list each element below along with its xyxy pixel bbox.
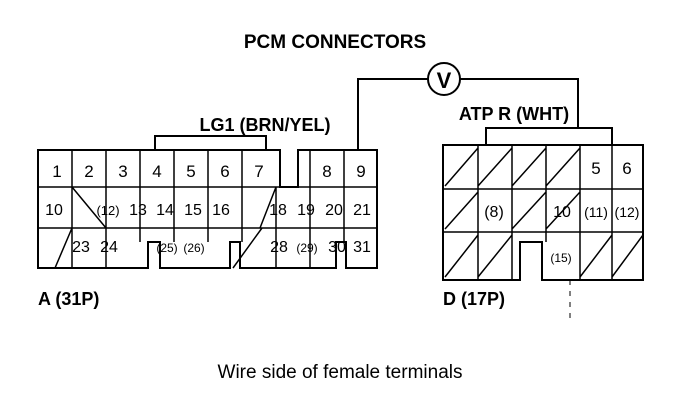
connector-a-name: A (31P) — [38, 289, 99, 309]
d-pin-label: (11) — [584, 204, 608, 220]
a-pin-label: 16 — [212, 202, 230, 219]
a-pin-label: 15 — [184, 202, 202, 219]
d-pin-label: 6 — [622, 159, 631, 178]
connector-d-outline — [442, 144, 644, 281]
a-pin-label: 3 — [118, 162, 127, 181]
a-pin-label: (25) — [156, 241, 177, 255]
a-pin-label: 13 — [129, 202, 147, 219]
a-pin-label: 5 — [186, 162, 195, 181]
a-pin-label: (29) — [296, 241, 317, 255]
a-pin-label: 28 — [270, 239, 288, 256]
a-pin-label: 4 — [152, 162, 161, 181]
a-pin-label: 23 — [72, 239, 90, 256]
voltmeter-symbol: V — [437, 68, 452, 93]
connector-a-pin-labels: 1 2 3 4 5 6 7 8 9 10 (12) 13 14 15 16 18… — [45, 162, 371, 256]
voltmeter-icon: V — [427, 62, 461, 96]
a-pin-label: 9 — [356, 162, 365, 181]
d-pin-label: 5 — [591, 159, 600, 178]
connector-d-pin-labels: 5 6 (8) 10 (11) (12) (15) — [484, 159, 639, 265]
connector-a-outline — [37, 149, 378, 269]
connector-a: 1 2 3 4 5 6 7 8 9 10 (12) 13 14 15 16 18… — [37, 149, 378, 309]
d-pin-label: 10 — [553, 204, 571, 221]
a-pin-label: 10 — [45, 202, 63, 219]
a-pin-label: (12) — [96, 203, 119, 218]
a-pin-label: 31 — [353, 239, 371, 256]
a-pin-label: 20 — [325, 202, 343, 219]
a-pin-label: 8 — [322, 162, 331, 181]
d-pin-label: (15) — [550, 251, 571, 265]
a-pin-label: 19 — [297, 202, 315, 219]
diagram-caption: Wire side of female terminals — [218, 362, 463, 383]
a-pin-label: 24 — [100, 239, 118, 256]
test-leads — [154, 78, 613, 150]
wire-label-atp-r: ATP R (WHT) — [459, 104, 569, 124]
a-pin-label: 14 — [156, 202, 174, 219]
a-pin-label: 21 — [353, 202, 371, 219]
a-pin-label: 7 — [254, 162, 263, 181]
connector-d: 5 6 (8) 10 (11) (12) (15) D (17P) — [442, 144, 644, 322]
a-pin-label: (26) — [183, 241, 204, 255]
a-pin-label: 1 — [52, 162, 61, 181]
diagram-title: PCM CONNECTORS — [244, 32, 426, 53]
d-pin-label: (12) — [615, 204, 640, 220]
a-pin-label: 2 — [84, 162, 93, 181]
a-pin-label: 30 — [328, 239, 346, 256]
a-pin-label: 6 — [220, 162, 229, 181]
a-pin-label: 18 — [269, 202, 287, 219]
d-pin-label: (8) — [484, 204, 504, 221]
connector-d-name: D (17P) — [443, 289, 505, 309]
wire-label-lg1: LG1 (BRN/YEL) — [199, 115, 330, 135]
